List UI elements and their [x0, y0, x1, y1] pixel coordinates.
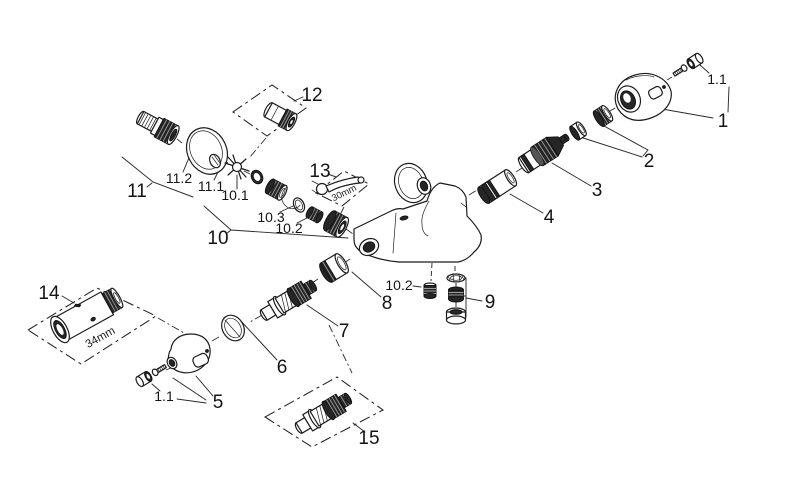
label-part-12: 12	[301, 85, 322, 106]
part-15-box	[263, 376, 384, 448]
part-9-mousseur-stack	[445, 273, 467, 325]
label-part-10-2: 10.2	[275, 220, 302, 236]
part-2-rings	[569, 104, 614, 141]
label-part-11-1: 11.1	[198, 178, 224, 194]
part-10-1-filter-star	[224, 154, 250, 180]
label-part-4: 4	[544, 207, 555, 228]
label-part-1-screw: 1.1	[707, 71, 727, 87]
part-10-union-nut	[323, 210, 350, 238]
drop-lines	[430, 262, 457, 308]
part-1-1-screw-cap-top	[670, 51, 706, 80]
part-7-diverter-cartridge	[255, 274, 321, 326]
part-10-3-o-ring	[292, 197, 306, 213]
label-part-10-2-spout: 10.2	[385, 277, 412, 293]
part-10-adapter	[264, 178, 288, 201]
part-12-box	[232, 84, 307, 137]
part-5-screw-cap-bottom	[133, 360, 169, 389]
label-part-3: 3	[592, 180, 603, 201]
label-part-9: 9	[485, 292, 496, 313]
part-3-thermostat-cartridge	[517, 133, 570, 174]
part-11-1-escutcheon	[185, 127, 229, 175]
part-13-wrench-tool	[311, 176, 365, 196]
part-4-sleeve	[477, 169, 518, 204]
label-part-10: 10	[207, 228, 228, 249]
part-15-alt-cartridge	[290, 387, 356, 439]
label-part-6: 6	[277, 357, 288, 378]
part-6-ring	[221, 314, 245, 342]
part-1-handle-shell	[614, 72, 672, 121]
faucet-body	[353, 162, 482, 263]
label-part-11-2: 11.2	[166, 170, 192, 186]
label-part-5-screw: 1.1	[154, 388, 174, 404]
part-8-sleeve	[319, 253, 349, 283]
part-10-small-ring	[250, 169, 264, 185]
label-part-2: 2	[644, 151, 655, 172]
label-part-10-3: 10.3	[257, 209, 284, 225]
label-part-8: 8	[382, 293, 393, 314]
label-part-1: 1	[718, 111, 729, 132]
part-14-socket-tool	[50, 287, 124, 344]
label-part-13: 13	[309, 161, 330, 182]
label-part-14: 14	[38, 283, 60, 304]
part-14-box	[27, 287, 158, 365]
part-11-s-union	[136, 110, 180, 146]
part-12-alt-fitting	[263, 102, 298, 132]
spout-insert-10-2	[423, 282, 437, 299]
label-part-7: 7	[339, 321, 350, 342]
part-5-handle-knob	[166, 333, 211, 374]
label-part-5: 5	[213, 392, 224, 413]
part-13-box	[315, 170, 370, 207]
label-part-15: 15	[358, 428, 379, 449]
label-part-11: 11	[127, 181, 147, 202]
label-part-10-1: 10.1	[221, 187, 248, 203]
part-10-2-insert	[305, 206, 324, 224]
